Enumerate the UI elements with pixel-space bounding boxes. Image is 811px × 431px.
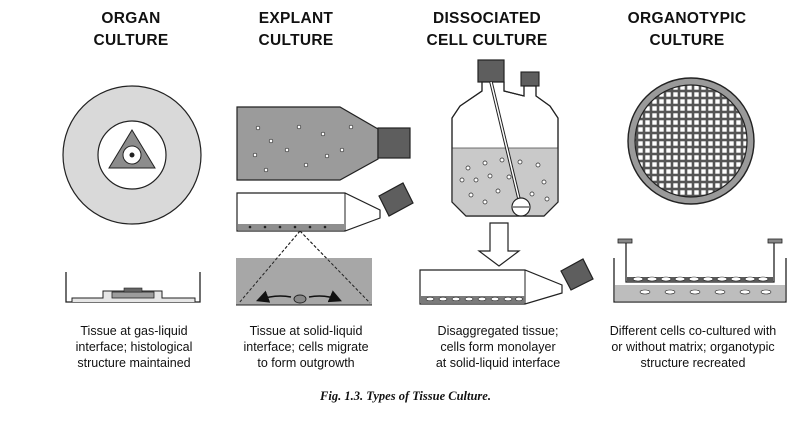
organ-desc-line-1: Tissue at gas-liquid: [80, 324, 188, 338]
monolayer-flask-cap: [560, 258, 594, 291]
organotypic-desc-line-1: Different cells co-cultured with: [609, 324, 777, 338]
explant-title-line-1: EXPLANT: [258, 10, 334, 27]
organ-culture-dish-top-view: [62, 85, 202, 225]
organotypic-insert: [625, 241, 775, 283]
suspended-cells: [459, 157, 550, 205]
outgrowth-arrow-right: [308, 290, 342, 303]
organ-desc-line-3: structure maintained: [77, 356, 191, 370]
explant-attached-cells: [248, 225, 327, 229]
organ-culture-description: Tissue at gas-liquid interface; histolog…: [34, 323, 234, 371]
explant-magnified-outgrowth: [236, 230, 372, 306]
organotypic-desc-line-3: structure recreated: [640, 356, 746, 370]
dissociated-culture-description: Disaggregated tissue; cells form monolay…: [398, 323, 598, 371]
dissociated-title-line-1: DISSOCIATED: [432, 10, 542, 27]
organ-desc-line-2: interface; histological: [75, 340, 193, 354]
spinner-flask-side-cap: [520, 71, 540, 87]
spinner-flask-medium: [452, 148, 558, 216]
organotypic-matrix-grid: [635, 85, 747, 197]
figure-caption: Fig. 1.3. Types of Tissue Culture.: [320, 389, 491, 403]
organotypic-lower-cells: [639, 289, 772, 295]
explant-flask-top-view: [236, 106, 411, 181]
explant-flask-side-view: [236, 182, 414, 232]
organ-tissue-side: [123, 287, 143, 293]
explant-desc-line-1: Tissue at solid-liquid: [249, 324, 363, 338]
organotypic-medium: [615, 285, 785, 301]
organotypic-desc-line-2: or without matrix; organotypic: [611, 340, 775, 354]
organotypic-culture-description: Different cells co-cultured with or with…: [590, 323, 796, 371]
explant-title-line-2: CULTURE: [258, 32, 334, 49]
organotypic-cells: [632, 276, 769, 282]
organotypic-dish-side-view: [613, 238, 787, 303]
organ-tissue-center: [129, 152, 135, 158]
explant-desc-line-2: interface; cells migrate: [243, 340, 369, 354]
insert-left-handle: [617, 238, 633, 244]
insert-right-handle: [767, 238, 783, 244]
explant-flask-side-cap: [378, 182, 414, 217]
organotypic-title-line-2: CULTURE: [649, 32, 725, 49]
organ-title-line-1: ORGAN: [101, 10, 161, 27]
dissociated-desc-line-3: at solid-liquid interface: [435, 356, 561, 370]
organ-culture-title: ORGAN CULTURE: [41, 8, 221, 52]
organotypic-outer-dish: [613, 258, 787, 303]
dissociated-culture-title: DISSOCIATED CELL CULTURE: [397, 8, 577, 52]
spinner-flask: [451, 59, 559, 217]
explant-flask-body: [236, 106, 379, 181]
explant-floating-cells: [252, 124, 354, 173]
explant-desc-line-3: to form outgrowth: [257, 356, 355, 370]
explant-tissue: [293, 294, 307, 304]
outgrowth-arrow-left: [256, 290, 292, 303]
explant-culture-title: EXPLANT CULTURE: [206, 8, 386, 52]
organotypic-culture-title: ORGANOTYPIC CULTURE: [597, 8, 777, 52]
dissociated-title-line-2: CELL CULTURE: [426, 32, 548, 49]
organ-title-line-2: CULTURE: [93, 32, 169, 49]
dissociated-desc-line-2: cells form monolayer: [440, 340, 556, 354]
spinner-flask-cap-top: [477, 59, 505, 83]
monolayer-cells: [425, 296, 523, 302]
explant-culture-description: Tissue at solid-liquid interface; cells …: [206, 323, 406, 371]
organ-grid-side: [111, 291, 155, 299]
organotypic-membrane: [627, 277, 773, 282]
transfer-arrow: [477, 222, 521, 267]
organotypic-title-line-1: ORGANOTYPIC: [627, 10, 747, 27]
monolayer-flask: [419, 258, 594, 305]
explant-flask-cap: [377, 127, 411, 159]
organ-culture-dish-side-view: [65, 272, 201, 303]
organotypic-dish-top-view: [627, 77, 755, 205]
dissociated-desc-line-1: Disaggregated tissue;: [437, 324, 559, 338]
explant-medium-layer: [238, 224, 344, 230]
